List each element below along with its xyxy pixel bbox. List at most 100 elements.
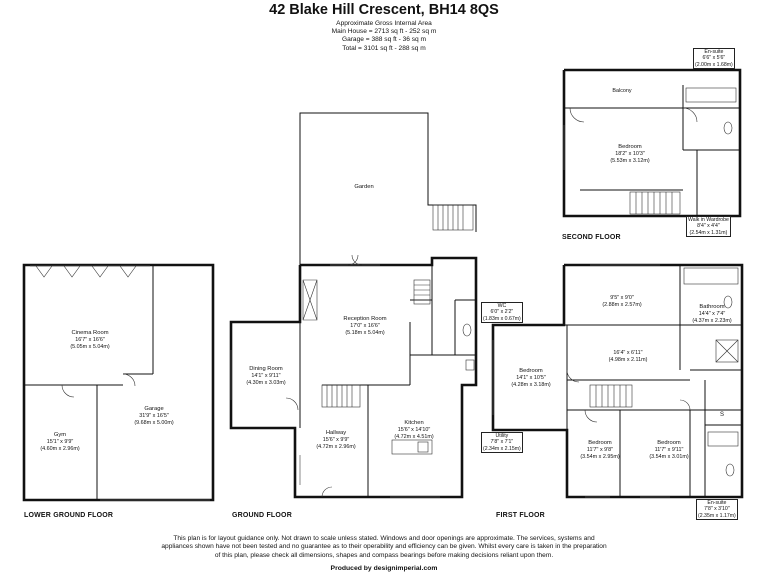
- room-metric: (5.05m x 5.04m): [70, 344, 110, 350]
- room-first-bedroom-left: Bedroom 14'1" x 10'5" (4.28m x 3.18m): [511, 368, 550, 389]
- floor-label-lower-ground: LOWER GROUND FLOOR: [24, 512, 114, 519]
- area-summary: Approximate Gross Internal Area Main Hou…: [0, 20, 768, 53]
- room-metric: (3.54m x 2.95m): [580, 454, 620, 460]
- room-second-balcony: Balcony: [612, 88, 631, 95]
- room-name: Kitchen: [404, 420, 424, 426]
- floor-label-ground: GROUND FLOOR: [232, 512, 292, 519]
- room-first-top: 9'5" x 9'0" (2.88m x 2.57m): [602, 295, 641, 309]
- producer-credit: Produced by designimperial.com: [330, 565, 438, 572]
- room-metric: (5.53m x 3.12m): [610, 158, 650, 164]
- room-hallway: Hallway 15'6" x 9'9" (4.72m x 2.96m): [316, 430, 355, 451]
- room-first-bathroom: Bathroom 14'4" x 7'4" (4.37m x 2.23m): [692, 304, 731, 325]
- room-name: Reception Room: [343, 316, 387, 322]
- disclaimer-line: appliances shown have not been tested an…: [161, 543, 607, 551]
- room-imperial: 7'8" x 3'10": [704, 506, 730, 513]
- room-first-landing: 16'4" x 6'11" (4.98m x 2.11m): [609, 350, 648, 364]
- room-imperial: 6'6" x 5'6": [702, 55, 726, 62]
- room-dining: Dining Room 14'1" x 9'11" (4.30m x 3.03m…: [246, 366, 285, 387]
- room-metric: (2.34m x 2.15m): [483, 445, 521, 452]
- disclaimer: This plan is for layout guidance only. N…: [0, 535, 768, 560]
- room-name: Bedroom: [519, 368, 543, 374]
- room-name: Balcony: [612, 88, 632, 94]
- room-imperial: 14'1" x 10'5": [516, 375, 546, 381]
- room-imperial: 15'6" x 9'9": [322, 437, 350, 443]
- ground-floor-walls: [229, 112, 478, 499]
- room-metric: (1.83m x 0.67m): [483, 315, 521, 322]
- room-gym: Gym 15'1" x 9'9" (4.60m x 2.96m): [40, 432, 79, 453]
- room-name: WC: [497, 303, 507, 309]
- room-imperial: 16'7" x 16'6": [75, 337, 105, 343]
- room-metric: (2.88m x 2.57m): [602, 302, 642, 308]
- room-kitchen: Kitchen 15'6" x 14'10" (4.72m x 4.51m): [394, 420, 433, 441]
- room-garden: Garden: [354, 184, 373, 191]
- room-imperial: 15'6" x 14'10": [397, 427, 431, 433]
- room-metric: (4.98m x 2.11m): [608, 357, 648, 363]
- room-metric: (4.30m x 3.03m): [246, 380, 286, 386]
- area-main-house: Main House = 2713 sq ft - 252 sq m: [331, 28, 437, 36]
- room-name: En-suite: [704, 49, 724, 55]
- room-metric: (2.54m x 1.31m): [689, 229, 728, 236]
- room-first-ensuite-tag: En-suite 7'8" x 3'10" (2.35m x 1.17m): [696, 499, 738, 521]
- room-wc-tag: WC 6'0" x 2'2" (1.83m x 0.67m): [481, 302, 523, 324]
- area-garage: Garage = 388 sq ft - 36 sq m: [341, 36, 427, 44]
- room-first-storage: S: [720, 412, 724, 419]
- room-cinema: Cinema Room 16'7" x 16'6" (5.05m x 5.04m…: [70, 330, 109, 351]
- room-imperial: 11'7" x 9'8": [586, 447, 614, 453]
- floor-label-second: SECOND FLOOR: [562, 234, 621, 241]
- area-heading: Approximate Gross Internal Area: [336, 20, 432, 27]
- room-name: En-suite: [707, 500, 727, 506]
- room-metric: (4.60m x 2.96m): [40, 446, 80, 452]
- room-metric: (4.28m x 3.18m): [511, 382, 551, 388]
- room-imperial: 7'8" x 7'1": [490, 439, 514, 446]
- lower-ground-floor-walls: [22, 263, 215, 502]
- room-name: Cinema Room: [71, 330, 109, 336]
- disclaimer-line: of this plan, please check all dimension…: [214, 551, 554, 559]
- second-floor-walls: [562, 68, 742, 218]
- room-imperial: 14'1" x 9'11": [251, 373, 281, 379]
- room-metric: (2.35m x 1.17m): [698, 512, 736, 519]
- room-imperial: 17'0" x 16'6": [350, 323, 380, 329]
- room-imperial: 16'4" x 6'11": [613, 350, 643, 356]
- room-second-bedroom: Bedroom 18'2" x 10'3" (5.53m x 3.12m): [610, 144, 649, 165]
- room-name: Bedroom: [657, 440, 681, 446]
- area-total: Total = 3101 sq ft - 288 sq m: [342, 44, 426, 52]
- room-garage: Garage 31'9" x 16'5" (9.68m x 5.00m): [134, 406, 173, 427]
- room-reception: Reception Room 17'0" x 16'6" (5.18m x 5.…: [343, 316, 386, 337]
- room-imperial: 11'7" x 9'11": [654, 447, 684, 453]
- room-name: Walk in Wardrobe: [688, 217, 729, 223]
- room-metric: (4.37m x 2.23m): [692, 318, 732, 324]
- room-name: Dining Room: [249, 366, 283, 372]
- room-name: Gym: [53, 432, 67, 438]
- room-imperial: 9'5" x 9'0": [610, 295, 634, 301]
- room-second-wardrobe-tag: Walk in Wardrobe 8'4" x 4'4" (2.54m x 1.…: [686, 216, 731, 238]
- room-second-ensuite-tag: En-suite 6'6" x 5'6" (2.00m x 1.68m): [693, 48, 735, 70]
- room-metric: (3.54m x 3.01m): [649, 454, 689, 460]
- first-floor-walls: [491, 263, 744, 499]
- room-imperial: 6'0" x 2'2": [490, 309, 514, 316]
- room-name: Bedroom: [618, 144, 642, 150]
- room-metric: (4.72m x 2.96m): [316, 444, 356, 450]
- room-first-bedroom-3: Bedroom 11'7" x 9'11" (3.54m x 3.01m): [649, 440, 688, 461]
- floor-label-first: FIRST FLOOR: [496, 512, 545, 519]
- disclaimer-line: This plan is for layout guidance only. N…: [173, 535, 595, 542]
- room-imperial: 8'4" x 4'4": [697, 223, 720, 230]
- room-metric: (4.72m x 4.51m): [394, 434, 434, 440]
- room-name: Garage: [144, 406, 164, 412]
- room-imperial: 31'9" x 16'5": [139, 413, 169, 419]
- room-name: Bedroom: [588, 440, 612, 446]
- room-name: Utility: [495, 433, 509, 439]
- room-imperial: 14'4" x 7'4": [698, 311, 726, 317]
- room-name: S: [719, 412, 725, 418]
- room-name: Bathroom: [699, 304, 725, 310]
- plan-title: 42 Blake Hill Crescent, BH14 8QS: [269, 2, 499, 18]
- room-metric: (2.00m x 1.68m): [695, 61, 733, 68]
- room-imperial: 18'2" x 10'3": [615, 151, 645, 157]
- room-imperial: 15'1" x 9'9": [46, 439, 74, 445]
- room-first-bedroom-2: Bedroom 11'7" x 9'8" (3.54m x 2.95m): [580, 440, 619, 461]
- room-utility-tag: Utility 7'8" x 7'1" (2.34m x 2.15m): [481, 432, 523, 454]
- room-name: Hallway: [325, 430, 347, 436]
- room-metric: (5.18m x 5.04m): [345, 330, 385, 336]
- room-name: Garden: [354, 184, 374, 190]
- room-metric: (9.68m x 5.00m): [134, 420, 174, 426]
